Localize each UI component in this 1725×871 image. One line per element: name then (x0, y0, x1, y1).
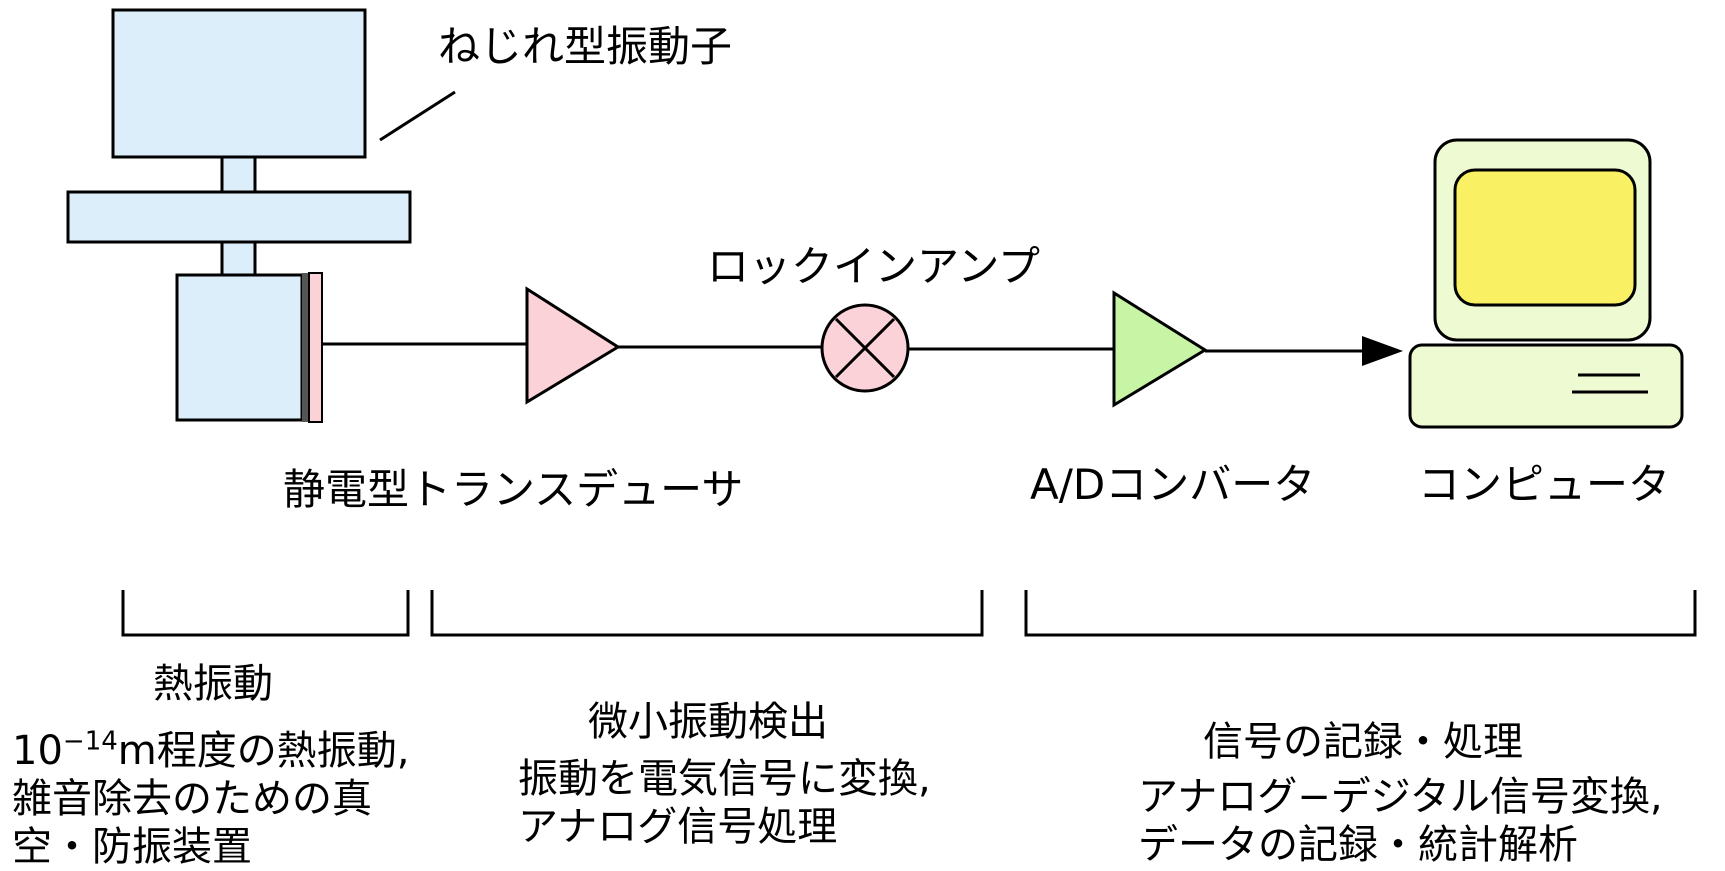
transducer-label: 静電型トランスデューサ (283, 465, 744, 514)
preamp-triangle (525, 286, 621, 405)
bracket-processing (1024, 590, 1697, 637)
section-detection-body: 振動を電気信号に変換, アナログ信号処理 (518, 756, 931, 850)
oscillator-top-plate (111, 8, 367, 159)
oscillator-label: ねじれ型振動子 (438, 22, 733, 71)
body-prefix: 10 (12, 728, 63, 774)
transducer-electrode (308, 272, 323, 423)
oscillator-base-block (175, 273, 304, 422)
lockin-mixer-icon (820, 303, 910, 393)
oscillator-upper-rod (220, 155, 257, 194)
section-detection-heading: 微小振動検出 (588, 699, 828, 745)
oscillator-lower-rod (220, 240, 257, 277)
section-processing-heading: 信号の記録・処理 (1203, 719, 1523, 765)
computer-icon (1408, 138, 1684, 429)
adc-label: A/Dコンバータ (1030, 460, 1316, 509)
oscillator-leader-line (379, 90, 456, 142)
section-thermal-heading: 熱振動 (153, 661, 273, 707)
oscillator-crossbar (66, 190, 412, 244)
computer-label: コンピュータ (1418, 460, 1671, 509)
section-thermal-body: 10−14m程度の熱振動, 雑音除去のための真 空・防振装置 (12, 727, 409, 871)
body-exponent: −14 (62, 726, 118, 757)
transducer-electrode-plate (302, 273, 309, 422)
arrow-head-icon (1362, 336, 1403, 366)
body-rest: m程度の熱振動, 雑音除去のための真 空・防振装置 (12, 728, 410, 870)
section-processing-body: アナログ−デジタル信号変換, データの記録・統計解析 (1138, 774, 1663, 868)
bracket-thermal (121, 590, 410, 637)
adc-triangle (1112, 290, 1208, 408)
lockin-label: ロックインアンプ (707, 242, 1041, 291)
bracket-detection (430, 590, 984, 637)
